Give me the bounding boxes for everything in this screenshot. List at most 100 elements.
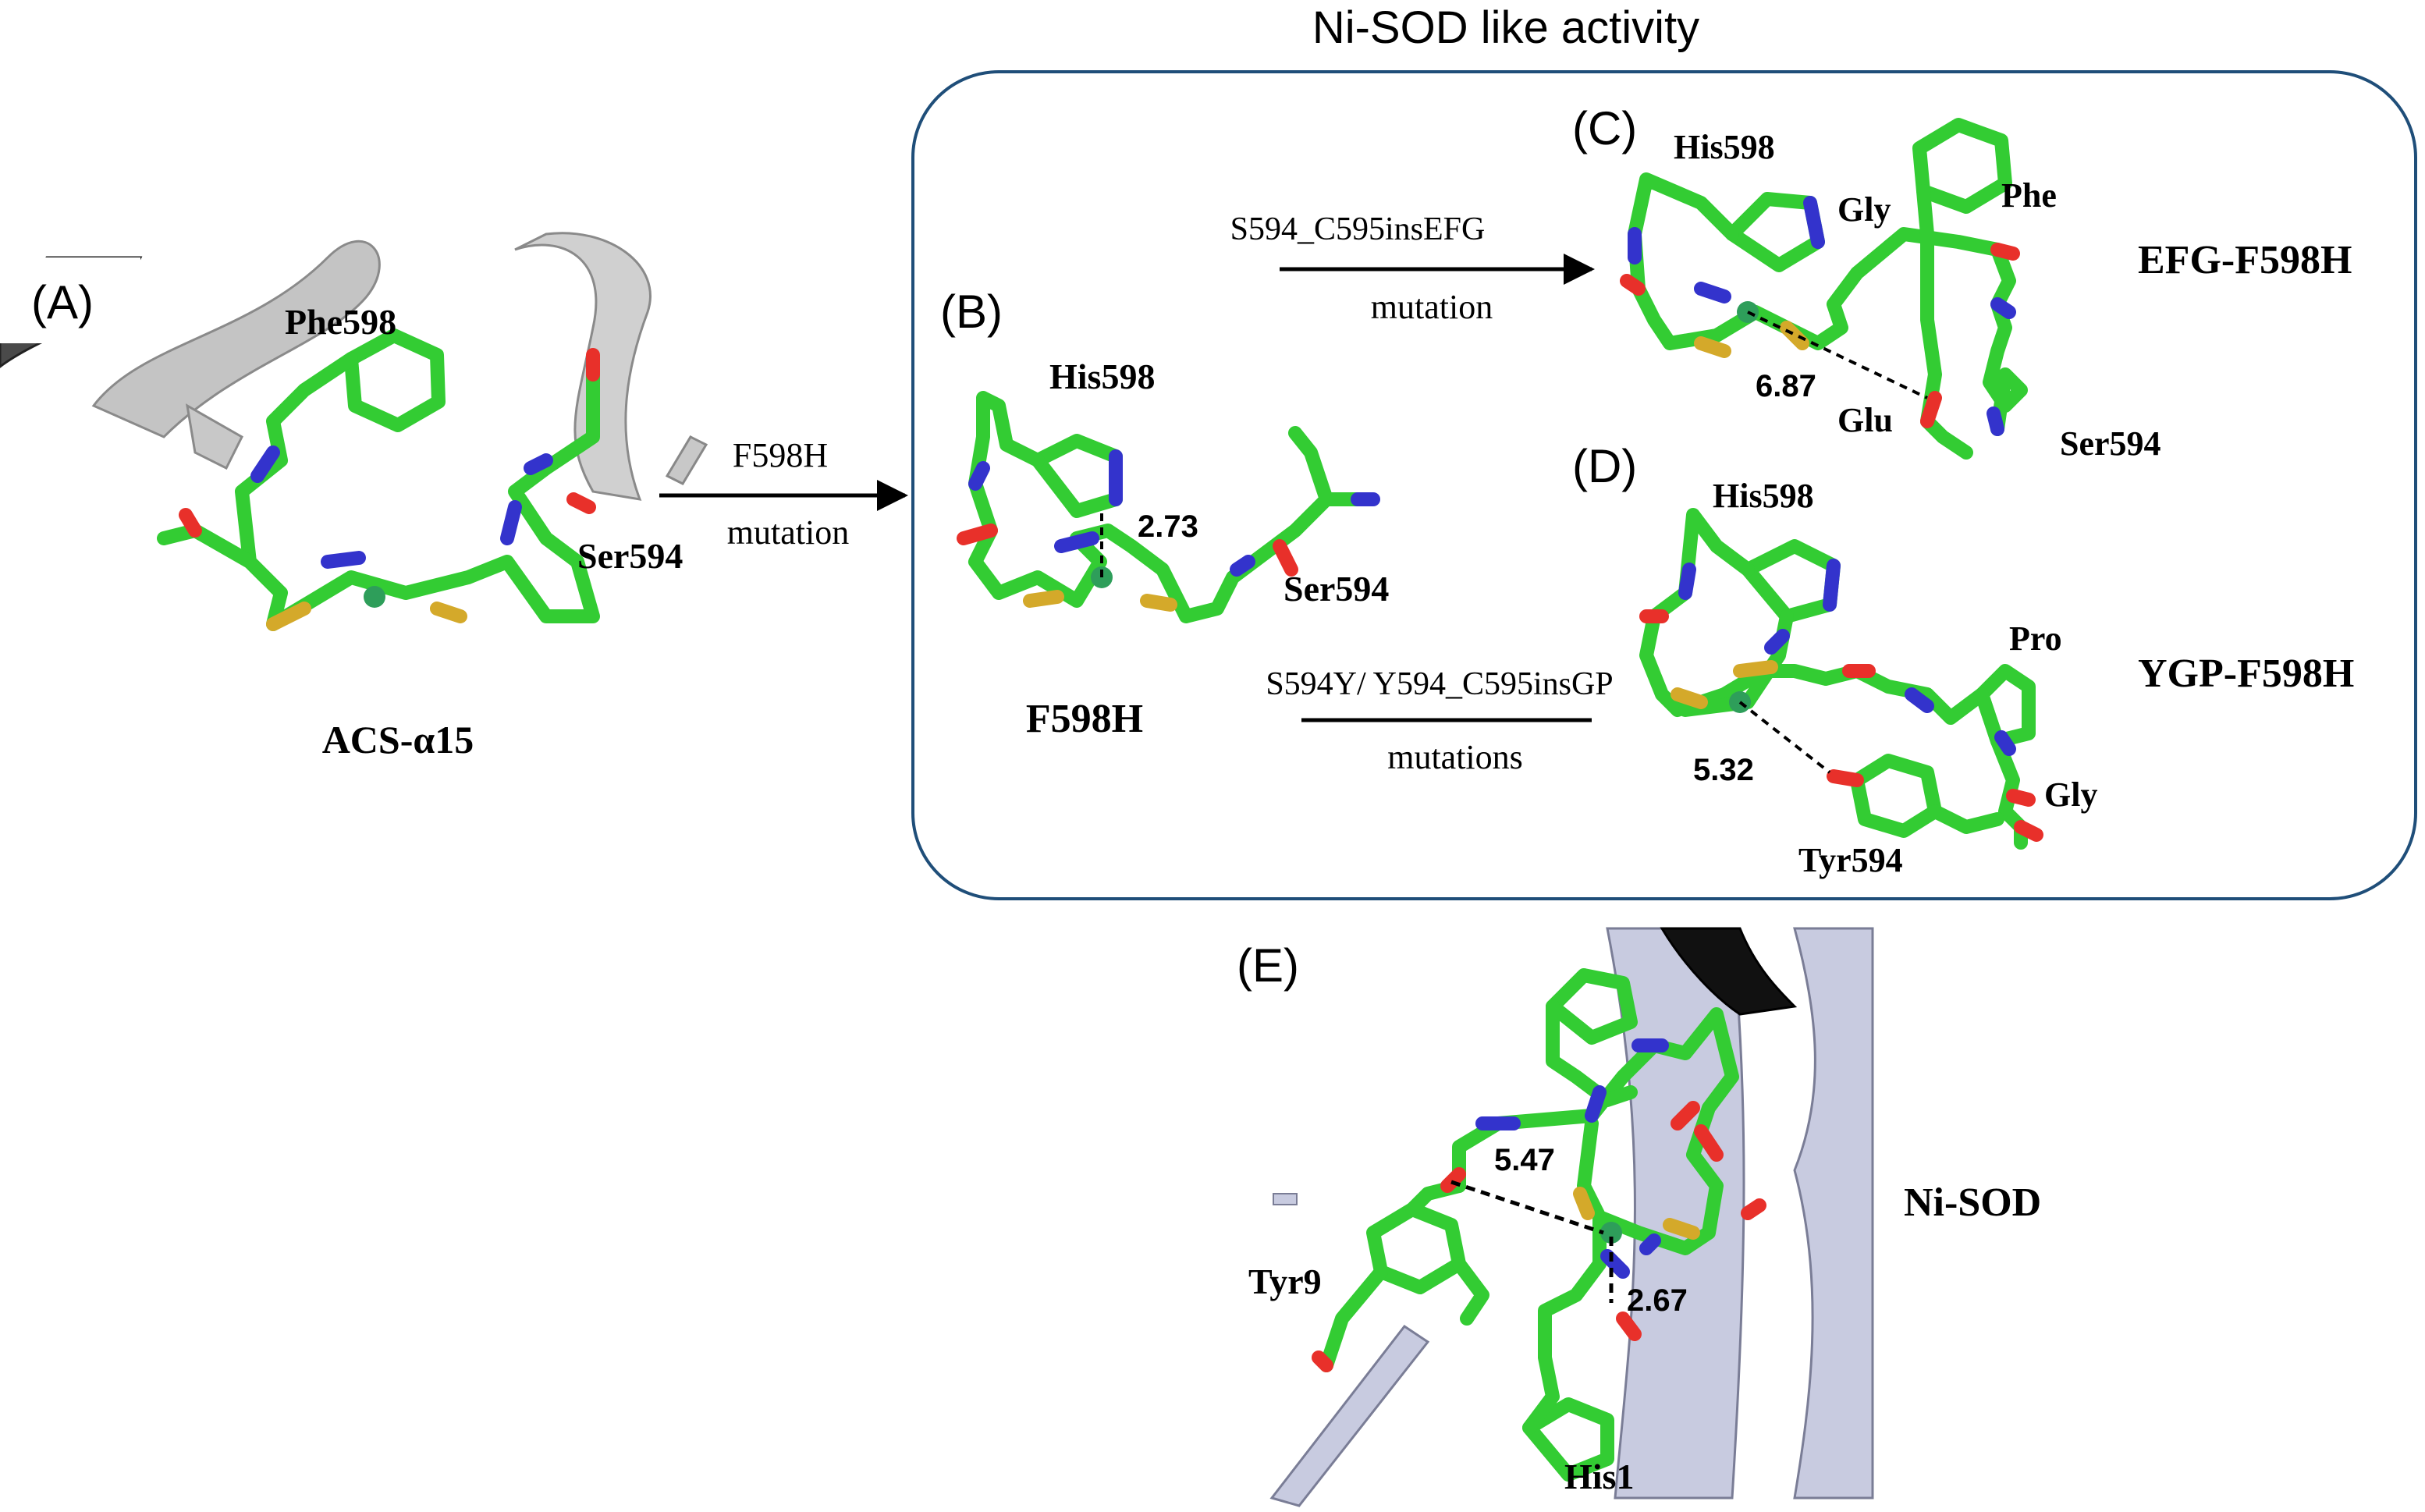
panel-a-tag-bg [0, 257, 140, 343]
distance-line-e1 [1450, 1180, 1604, 1235]
nickel-atom-e [1600, 1222, 1622, 1244]
bond-n-d4 [1994, 730, 2016, 756]
bond-s-d2 [1733, 660, 1778, 678]
bond-s-a1 [266, 602, 311, 631]
distance-line-c [1747, 311, 1928, 399]
label-glu-c: Glu [1837, 401, 1893, 439]
bond-n-c2 [1694, 282, 1731, 303]
bond-o-e5 [1616, 1311, 1642, 1341]
figure-title: Ni-SOD like activity [1312, 2, 1699, 53]
bond-s-c1 [1694, 336, 1731, 358]
bond-n-a1 [250, 445, 280, 483]
bond-n-e2 [1585, 1085, 1607, 1123]
ribbon-strand-a [186, 403, 243, 470]
bond-o-d4 [2014, 820, 2043, 842]
backbone-e3 [1522, 1210, 1607, 1435]
bond-n-d1 [1678, 563, 1696, 600]
bond-n-a2 [321, 551, 366, 569]
label-tyr9-e: Tyr9 [1248, 1262, 1322, 1301]
label-tyr594-d: Tyr594 [1798, 841, 1903, 879]
label-phe598: Phe598 [285, 302, 396, 342]
arrow-b-d-bottom-label: mutations [1387, 738, 1523, 776]
backbone-c [1628, 172, 2028, 436]
bond-o-e3 [1440, 1167, 1466, 1193]
bond-n-b2 [1054, 531, 1099, 553]
tyr-ring-d [1850, 754, 1942, 838]
activity-box [911, 70, 2417, 900]
bond-o-c3 [1920, 391, 1942, 428]
phe-ring-c [1912, 118, 2012, 214]
arrow-b-c-top-label: S594_C595insEFG [1230, 211, 1486, 247]
ribbon-helix-a2 [514, 232, 652, 501]
panel-a-tag: (A) [31, 276, 94, 328]
panel-e-name: Ni-SOD [1904, 1180, 2041, 1225]
arrow-b-d-top-label: S594Y/ Y594_C595insGP [1266, 666, 1613, 702]
bond-n-b3 [1230, 555, 1255, 577]
panel-d: (D) His598 Pro YGP-F598H 5.32 Gly Tyr594 [1572, 440, 2354, 879]
panel-c-name: EFG-F598H [2138, 238, 2352, 282]
backbone-c2 [1916, 184, 1973, 460]
panel-d-name: YGP-F598H [2138, 651, 2354, 696]
ribbon-helix-e1 [1606, 927, 1745, 1500]
bond-o-b2 [1273, 539, 1298, 577]
distance-line-d [1738, 701, 1831, 774]
arrow-a-top-label: F598H [733, 436, 828, 474]
bond-o-c1 [1620, 274, 1646, 296]
ribbon-dark-e [1660, 927, 1798, 1016]
bond-n-d2 [1764, 629, 1790, 655]
label-ser594-a: Ser594 [577, 536, 683, 576]
bond-o-a3 [566, 492, 596, 514]
bond-s-b1 [1023, 590, 1064, 608]
arrow-b-to-c: S594_C595insEFG mutation [1230, 211, 1595, 326]
ribbon-helix-a1 [91, 240, 381, 438]
bond-s-e2 [1663, 1218, 1700, 1240]
panel-d-tag: (D) [1572, 440, 1637, 492]
panel-e: (E) 5.47 Tyr9 2.67 His1 Ni-SOD [1237, 927, 2041, 1507]
bond-o-c2 [1990, 243, 2020, 261]
bond-o-d3 [1827, 769, 1864, 787]
nickel-atom-a [364, 586, 385, 608]
backbone-d3 [1928, 804, 2004, 834]
distance-b: 2.73 [1138, 509, 1198, 544]
arrow-b-to-d: S594Y/ Y594_C595insGP mutations [1266, 666, 1613, 776]
backbone-b [968, 391, 1333, 623]
bond-n-c4 [1987, 406, 2004, 436]
bond-o-d5 [2006, 789, 2036, 807]
his-ring-b [1031, 434, 1123, 518]
distance-e1: 5.47 [1494, 1143, 1555, 1177]
his-ring-n-c [1803, 196, 1825, 249]
his-ring-d [1741, 539, 1841, 623]
bond-s-b2 [1140, 594, 1177, 612]
backbone-e2 [1546, 999, 1638, 1107]
panel-c-tag: (C) [1572, 102, 1637, 154]
panel-a-name: ACS-α15 [322, 718, 474, 761]
distance-e2: 2.67 [1627, 1283, 1688, 1318]
arrow-a-to-b: F598H mutation [659, 435, 908, 552]
bond-n-a4 [524, 453, 553, 475]
bond-o-e2 [1694, 1124, 1724, 1162]
bond-n-a3 [500, 500, 522, 545]
bond-o-a1 [179, 508, 202, 538]
label-his1-e: His1 [1564, 1457, 1634, 1496]
ribbon-end-e [1273, 1193, 1298, 1205]
panel-b-tag: (B) [940, 286, 1003, 338]
panel-b-name: F598H [1026, 697, 1143, 741]
label-ser594-c: Ser594 [2060, 424, 2161, 463]
backbone-d [1639, 508, 2028, 850]
ribbon-strand-e [1269, 1324, 1430, 1507]
arrow-a-bottom-label: mutation [727, 513, 849, 552]
bond-s-a2 [430, 602, 467, 623]
ribbon-piece-arrow [665, 435, 708, 485]
backbone-a2 [157, 524, 257, 569]
panel-a: (A) Phe598 Ser594 ACS-α15 [0, 232, 683, 761]
label-pro-d: Pro [2009, 619, 2062, 658]
his-ring-n-d [1823, 559, 1841, 612]
label-his598-d: His598 [1713, 477, 1814, 515]
panel-e-tag: (E) [1237, 939, 1299, 992]
bond-o-e1 [1671, 1101, 1700, 1130]
arrow-b-c-bottom-label: mutation [1371, 288, 1493, 326]
ribbon-helix-e2 [1793, 927, 1874, 1500]
pro-ring-e1 [1546, 968, 1638, 1045]
distance-d: 5.32 [1693, 753, 1754, 787]
